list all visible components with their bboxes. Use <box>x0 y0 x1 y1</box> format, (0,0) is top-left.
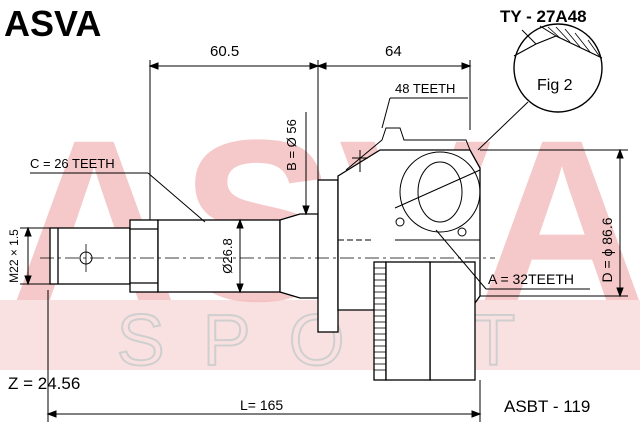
dim-b-diameter: B = Ø 56 <box>284 119 299 171</box>
dim-c-teeth: C = 26 TEETH <box>30 156 115 171</box>
inner-joint <box>338 127 481 241</box>
abs-ring-teeth <box>374 267 386 371</box>
dim-length-a: 60.5 <box>210 43 239 60</box>
dim-a-teeth: A = 32TEETH <box>488 271 574 287</box>
dim-shaft-diameter: Ø26.8 <box>220 238 235 273</box>
fig2-label: Fig 2 <box>537 77 573 94</box>
dim-d-line <box>480 148 628 298</box>
dim-thread: M22 × 1.5 <box>7 229 21 283</box>
dim-total-line <box>46 290 482 422</box>
cv-joint-body <box>49 149 481 381</box>
dim-thread-line <box>20 226 50 286</box>
dim-length-b: 64 <box>385 43 402 60</box>
fig2-detail: Fig 2 <box>477 23 603 151</box>
dim-b-line <box>300 112 318 216</box>
dimension-lines-top <box>148 60 472 238</box>
brand-logo: ASVA <box>4 3 101 44</box>
dim-outer-teeth: 48 TEETH <box>395 81 455 96</box>
part-number: TY - 27A48 <box>500 7 587 26</box>
dim-total-length: L= 165 <box>240 397 283 413</box>
dim-shaft-line <box>236 218 244 294</box>
dim-d-diameter: D = ϕ 86.6 <box>599 217 615 282</box>
catalog-code: ASBT - 119 <box>504 397 590 416</box>
dim-z-value: Z = 24.56 <box>8 374 80 393</box>
